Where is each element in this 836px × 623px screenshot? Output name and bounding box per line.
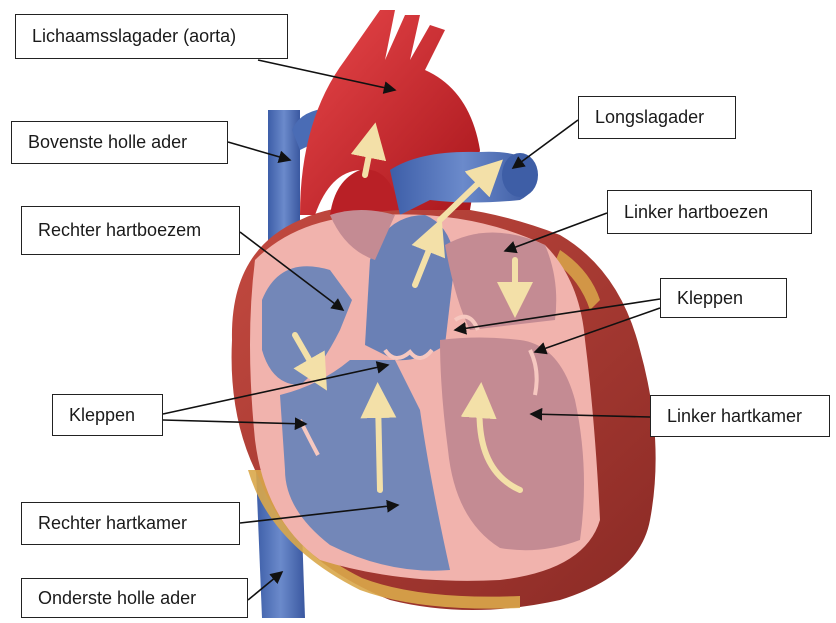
label-superior-vena-cava: Bovenste holle ader [11,121,228,164]
label-aorta: Lichaamsslagader (aorta) [15,14,288,59]
label-pulmonary-artery: Longslagader [578,96,736,139]
label-right-atrium: Rechter hartboezem [21,206,240,255]
label-left-ventricle: Linker hartkamer [650,395,830,437]
label-inferior-vena-cava: Onderste holle ader [21,578,248,618]
label-left-atrium: Linker hartboezen [607,190,812,234]
label-right-ventricle: Rechter hartkamer [21,502,240,545]
label-valves-right: Kleppen [52,394,163,436]
label-valves-left: Kleppen [660,278,787,318]
